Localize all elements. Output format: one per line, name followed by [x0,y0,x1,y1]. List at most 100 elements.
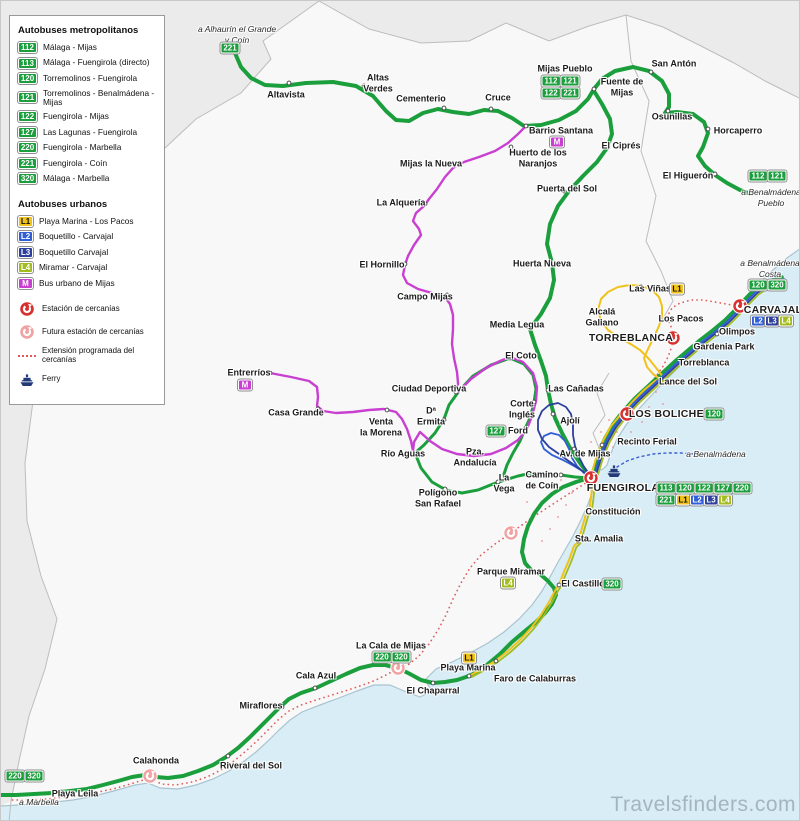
urban-dot [541,540,543,542]
legend-title-urban: Autobuses urbanos [18,198,108,210]
cercanias-station-icon [732,298,748,314]
stop-dot [453,389,459,395]
stop-dot [712,171,718,177]
stop-dot [384,407,390,413]
stop-dot [430,680,436,686]
cercanias-station-icon [665,330,681,346]
urban-dot [582,453,584,455]
legend-item-label: Las Lagunas - Fuengirola [43,126,138,137]
stop-dot [550,411,556,417]
urban-dot [662,403,664,405]
ferry-icon [607,465,621,477]
route-badge: 122 [18,111,37,123]
stop-dot [561,188,567,194]
stop-dot [495,479,501,485]
legend-item: 320 Málaga - Marbella [18,173,158,185]
stop-dot [536,570,542,576]
route-badge: 127 [18,126,37,138]
legend-item-label: Málaga - Fuengirola (directo) [43,57,150,68]
stop-dot [315,406,321,412]
boundary-east [625,14,674,323]
route-badge: 113 [18,57,37,69]
legend-symbol-item: Estación de cercanías [18,301,158,317]
stop-dot [531,399,537,405]
urban-dot [571,492,573,494]
stop-dot [508,144,514,150]
legend-item-label: Fuengirola - Marbella [43,142,122,153]
urban-dot [546,470,548,472]
stop-dot [402,261,408,267]
stop-dot [312,685,318,691]
stop-dot [591,86,597,92]
land-area [1,1,799,806]
route-badge: 320 [18,173,37,185]
legend-item-label: Fuengirola - Coín [43,157,108,168]
urban-dot [535,486,537,488]
route-badge: L4 [18,262,33,274]
route-127-loop-east [502,356,591,482]
future-cercanias-station-icon [142,768,158,784]
route-badge: M [18,277,33,289]
stop-dot [267,370,273,376]
stop-dot [286,80,292,86]
legend-item: 112 Málaga - Mijas [18,42,158,53]
legend-title-metropolitan: Autobuses metropolitanos [18,25,139,36]
route-m-entrerrios [268,371,415,453]
stop-dot [571,446,577,452]
urban-dot [557,516,559,518]
stop-dot [638,284,644,290]
stop-dot [422,201,428,207]
ferry-icon [20,374,34,386]
stop-dot [523,123,529,129]
stop-dot [225,753,231,759]
future-cercanias-station-icon [503,525,519,541]
route-l3-loop [537,402,592,479]
cercanias-station-icon [583,470,599,486]
route-ferry [616,452,694,468]
stop-dot [493,658,499,664]
stop-dot [522,426,528,432]
urban-dot [526,501,528,503]
urban-dot [590,441,592,443]
legend-item: 113 Málaga - Fuengirola (directo) [18,57,158,69]
stop-dot [586,509,592,515]
station-red-icon [18,301,38,317]
legend-item-label: Boquetillo Carvajal [39,246,109,257]
route-l2-loop [540,432,592,480]
legend-metro-list: 112 Málaga - Mijas 113 Málaga - Fuengirola … [17,42,158,185]
urban-dot [608,419,610,421]
stop-dot [466,673,472,679]
stop-dot [665,108,671,114]
route-badge: L1 [18,215,33,227]
stop-dot [680,361,686,367]
route-dotted-extension-coast [10,667,399,801]
future-cercanias-station-icon [390,660,406,676]
route-badge: 120 [18,73,37,84]
stop-dot [441,105,447,111]
stop-dot [412,450,418,456]
route-m-mijas-urban [401,124,528,394]
legend-item-label: Málaga - Marbella [43,173,110,184]
legend-item-label: Málaga - Mijas [43,41,97,52]
legend-symbol-label: Ferry [42,374,61,384]
stop-dot [556,582,562,588]
route-badge: 112 [18,42,37,53]
legend-item: 127 Las Lagunas - Fuengirola [18,126,158,138]
route-221-northwest [233,51,596,128]
legend-symbol-item: Futura estación de cercanías [18,324,158,340]
legend-symbol-item: Extensión programada del cercanías [18,346,158,364]
stop-dot [701,343,707,349]
route-l3-coast [593,279,786,482]
stop-dot [545,387,551,393]
urban-dot [655,391,657,393]
legend-symbol-label: Estación de cercanías [42,303,120,313]
route-l4-coast-sw [470,479,596,679]
